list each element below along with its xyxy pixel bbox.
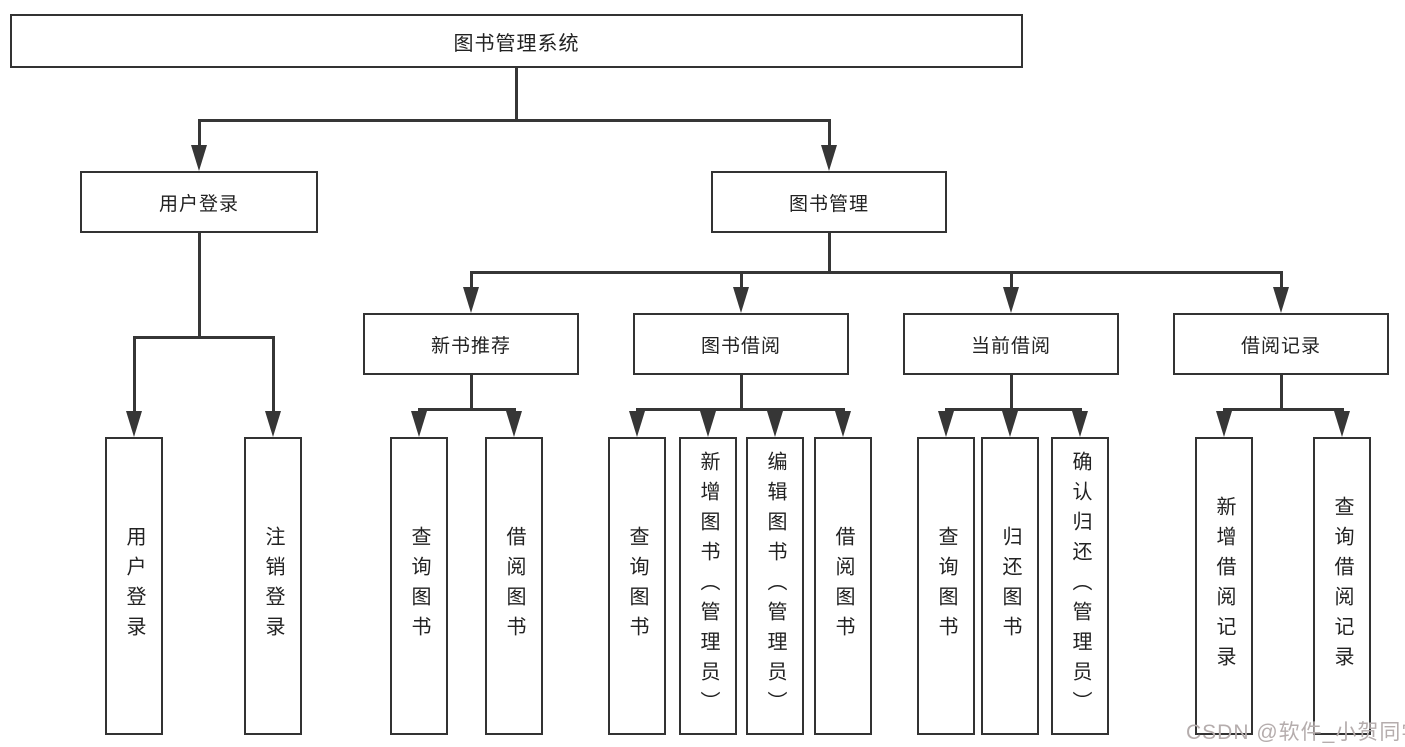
connector-line [470,375,473,410]
arrow-down-icon [191,145,207,171]
connector-line [133,336,275,339]
connector-line [828,233,831,273]
connector-line [1010,375,1013,410]
arrow-down-icon [767,411,783,437]
leaf-edit-book-admin: 编辑图书（管理员） [746,437,804,735]
leaf-add-borrow-record: 新增借阅记录 [1195,437,1253,735]
arrow-down-icon [1072,411,1088,437]
connector-line [828,119,831,147]
arrow-down-icon [1003,287,1019,313]
leaf-query-books-2: 查询图书 [608,437,666,735]
csdn-watermark: CSDN @软件_小贺同学 [1186,721,1405,744]
connector-line [198,119,201,147]
arrow-down-icon [1216,411,1232,437]
connector-line [470,271,1283,274]
connector-line [945,408,1082,411]
connector-line [1223,408,1344,411]
connector-line [470,271,473,291]
arrow-down-icon [700,411,716,437]
arrow-down-icon [733,287,749,313]
arrow-down-icon [1002,411,1018,437]
leaf-logout: 注销登录 [244,437,302,735]
arrow-down-icon [1334,411,1350,437]
node-book-management: 图书管理 [711,171,947,233]
leaf-query-books-1: 查询图书 [390,437,448,735]
node-book-borrowing: 图书借阅 [633,313,849,375]
arrow-down-icon [821,145,837,171]
arrow-down-icon [506,411,522,437]
leaf-return-books: 归还图书 [981,437,1039,735]
connector-line [272,336,275,414]
connector-line [418,408,516,411]
connector-line [515,68,518,120]
node-root-system: 图书管理系统 [10,14,1023,68]
leaf-user-login: 用户登录 [105,437,163,735]
arrow-down-icon [463,287,479,313]
arrow-down-icon [126,411,142,437]
connector-line [1010,271,1013,291]
leaf-confirm-return-admin: 确认归还（管理员） [1051,437,1109,735]
node-current-borrowing: 当前借阅 [903,313,1119,375]
connector-line [636,408,845,411]
node-new-book-recommend: 新书推荐 [363,313,579,375]
leaf-query-borrow-record: 查询借阅记录 [1313,437,1371,735]
node-borrowing-records: 借阅记录 [1173,313,1389,375]
leaf-add-book-admin: 新增图书（管理员） [679,437,737,735]
arrow-down-icon [265,411,281,437]
arrow-down-icon [629,411,645,437]
arrow-down-icon [938,411,954,437]
leaf-borrow-books-1: 借阅图书 [485,437,543,735]
node-user-login: 用户登录 [80,171,318,233]
leaf-borrow-books-2: 借阅图书 [814,437,872,735]
arrow-down-icon [835,411,851,437]
connector-line [198,119,831,122]
connector-line [1280,271,1283,291]
connector-line [198,233,201,337]
connector-line [740,271,743,291]
connector-line [133,336,136,414]
leaf-query-books-3: 查询图书 [917,437,975,735]
arrow-down-icon [1273,287,1289,313]
arrow-down-icon [411,411,427,437]
connector-line [1280,375,1283,410]
connector-line [740,375,743,410]
